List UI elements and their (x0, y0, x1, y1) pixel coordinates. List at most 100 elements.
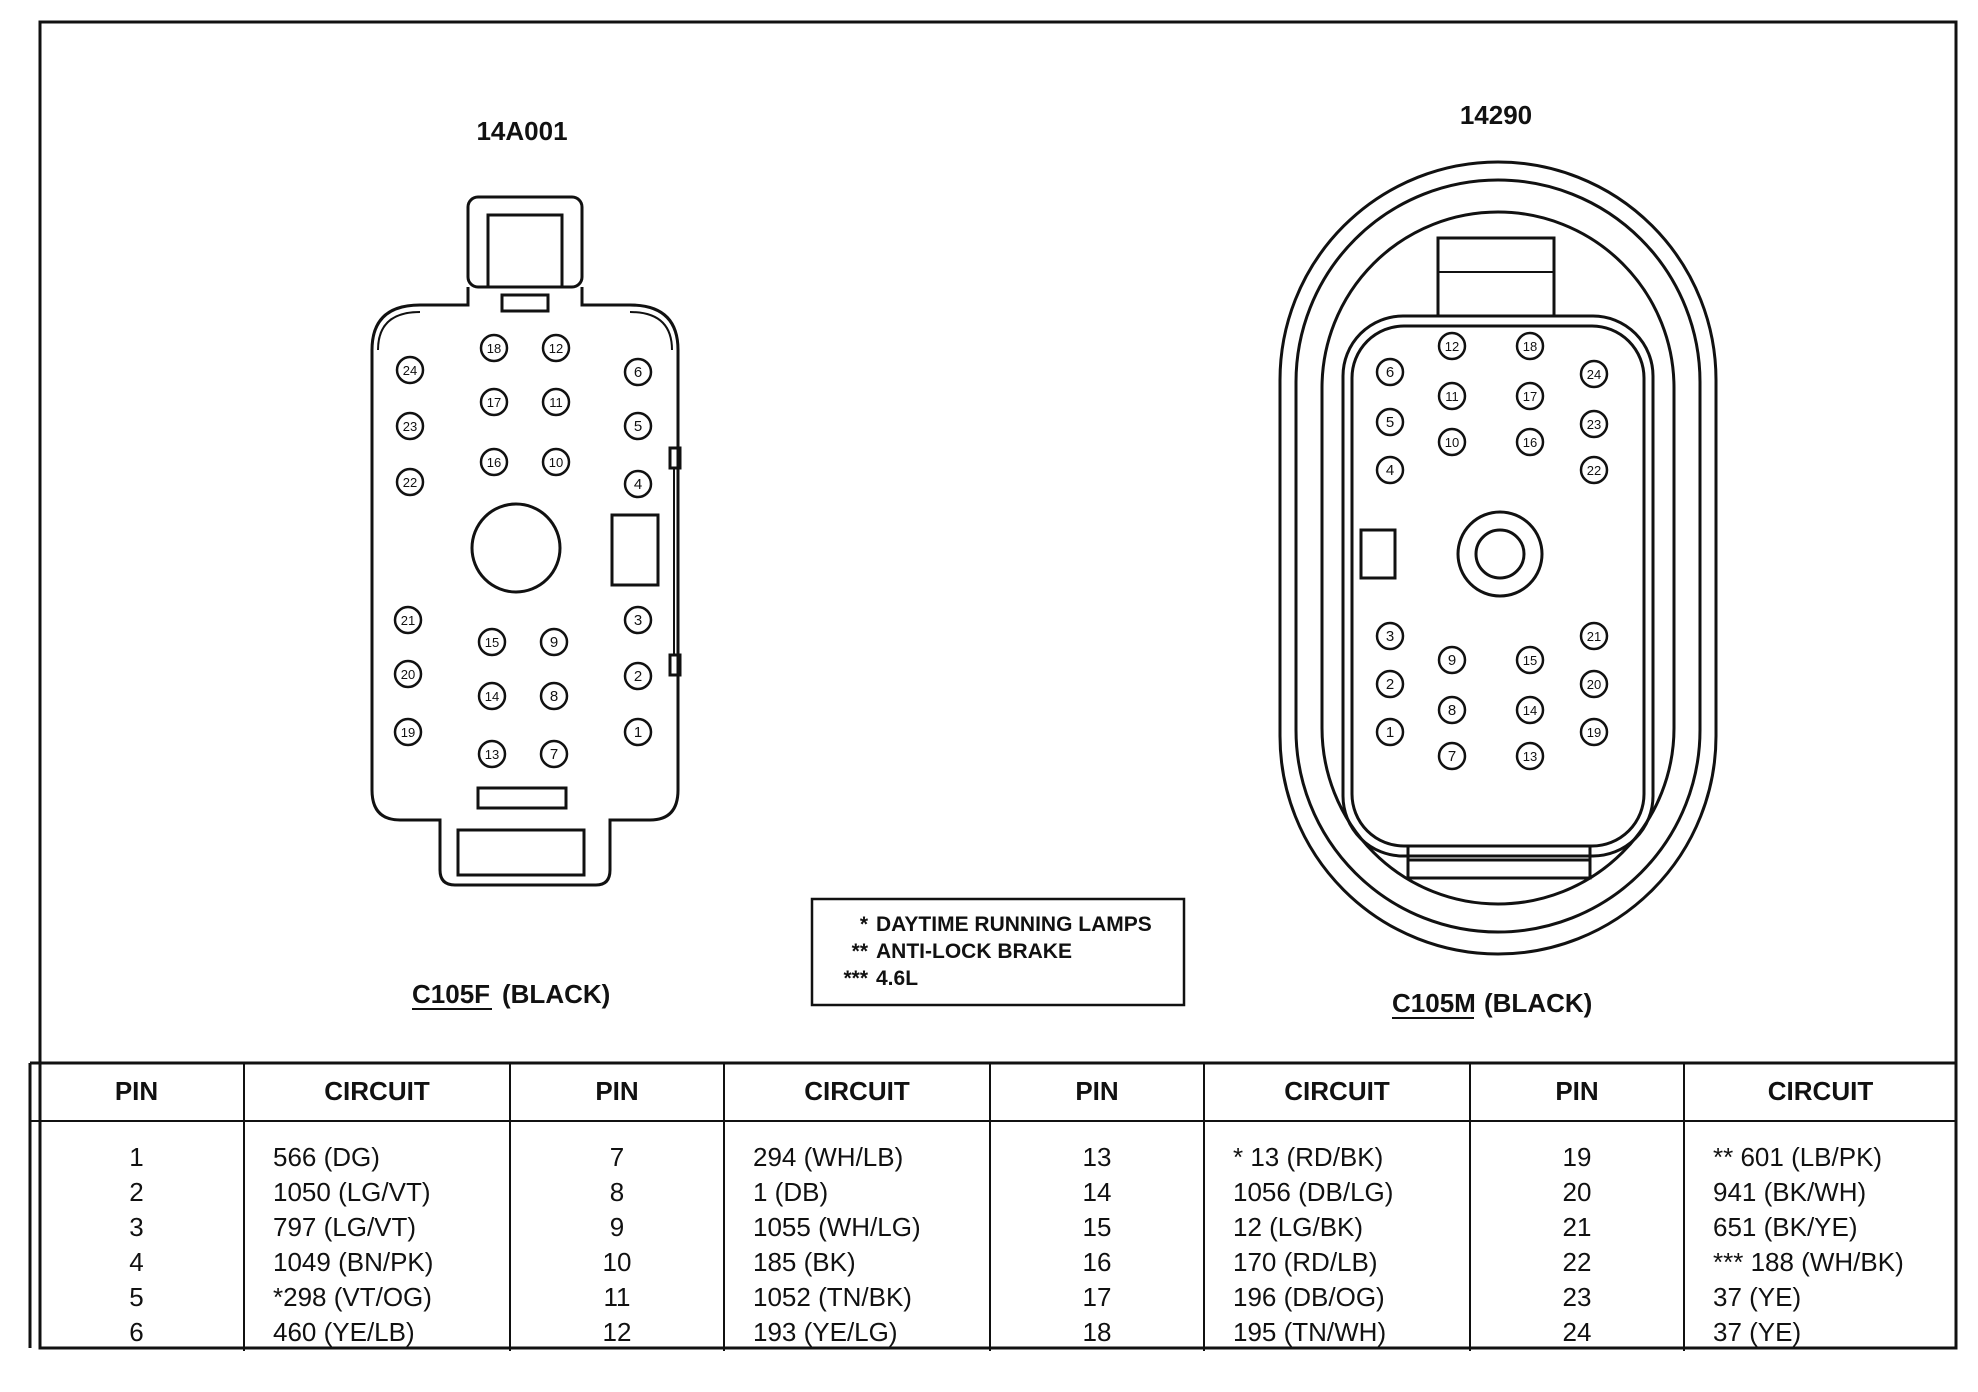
pin-number: 6 (129, 1317, 144, 1347)
right-pin-16: 16 (1515, 427, 1545, 457)
left-connector-name: C105F (412, 979, 490, 1009)
circuit-value: 941 (BK/WH) (1713, 1177, 1867, 1207)
right-pin-17: 17 (1515, 381, 1545, 411)
pin-label: 19 (1587, 725, 1601, 740)
pin-label: 24 (1587, 367, 1601, 382)
pin-circle (1437, 645, 1467, 675)
circuit-value: 566 (DG) (273, 1142, 380, 1172)
pin-label: 1 (1386, 724, 1394, 741)
right-pin-19: 19 (1579, 717, 1609, 747)
pin-circle (623, 411, 653, 441)
pin-number: 5 (129, 1282, 144, 1312)
pin-circle (1579, 359, 1609, 389)
right-pin-15: 15 (1515, 645, 1545, 675)
pin-circle (1437, 381, 1467, 411)
pin-label: 13 (485, 747, 499, 762)
pin-label: 7 (1448, 748, 1456, 765)
pin-label: 21 (401, 613, 415, 628)
left-pin-9: 9 (539, 627, 569, 657)
left-pin-13: 13 (477, 739, 507, 769)
pin-circle (1437, 331, 1467, 361)
pin-circle (623, 605, 653, 635)
pin-circle (1515, 645, 1545, 675)
pin-number: 10 (602, 1247, 632, 1277)
pin-number: 20 (1562, 1177, 1592, 1207)
left-pin-23: 23 (395, 411, 425, 441)
pin-label: 23 (1587, 417, 1601, 432)
pin-column: 1 2 3 4 5 6 (30, 1121, 244, 1351)
pin-circle (623, 357, 653, 387)
pin-circle (1375, 407, 1405, 437)
pin-circle (1579, 455, 1609, 485)
circuit-value: 797 (LG/VT) (273, 1212, 417, 1242)
pin-column: 7 8 9 10 11 12 (509, 1121, 724, 1351)
pin-label: 14 (1523, 703, 1537, 718)
legend-mark: * (860, 913, 869, 936)
pin-circle (393, 659, 423, 689)
pin-number: 17 (1082, 1282, 1112, 1312)
circuit-value: 294 (WH/LB) (753, 1142, 904, 1172)
circuit-value: *298 (VT/OG) (273, 1282, 432, 1312)
pin-number: 4 (129, 1247, 144, 1277)
circuit-value: 1056 (DB/LG) (1233, 1177, 1394, 1207)
pin-label: 20 (1587, 677, 1601, 692)
pin-circuit-table: PIN CIRCUIT PIN CIRCUIT PIN CIRCUIT PIN … (30, 1063, 1956, 1351)
left-part-number: 14A001 (476, 116, 567, 146)
pin-label: 22 (1587, 463, 1601, 478)
pin-label: 1 (634, 724, 642, 741)
circuit-value: 193 (YE/LG) (753, 1317, 898, 1347)
left-connector-body (370, 195, 682, 887)
pin-column: 13 14 15 16 17 18 (989, 1121, 1204, 1351)
pin-circle (1375, 455, 1405, 485)
circuit-header: CIRCUIT (1683, 1063, 1956, 1122)
circuit-value: 195 (TN/WH) (1233, 1317, 1387, 1347)
pin-circle (1579, 409, 1609, 439)
pin-circle (395, 355, 425, 385)
right-pin-20: 20 (1579, 669, 1609, 699)
pin-circle (1437, 695, 1467, 725)
circuit-value: 12 (LG/BK) (1233, 1212, 1364, 1242)
pin-label: 24 (403, 363, 417, 378)
pin-label: 6 (634, 364, 642, 381)
pin-circle (1579, 669, 1609, 699)
left-pin-22: 22 (395, 467, 425, 497)
pin-circle (479, 333, 509, 363)
left-pin-15: 15 (477, 627, 507, 657)
pin-circle (1375, 357, 1405, 387)
legend-text: ANTI-LOCK BRAKE (876, 940, 1072, 963)
pin-number: 7 (609, 1142, 625, 1172)
pin-number: 8 (609, 1177, 625, 1207)
pin-header: PIN (509, 1063, 724, 1122)
pin-circle (393, 605, 423, 635)
left-pin-2: 2 (623, 661, 653, 691)
right-pin-5: 5 (1375, 407, 1405, 437)
pin-number: 24 (1562, 1317, 1592, 1347)
pin-circle (479, 387, 509, 417)
pin-label: 4 (1386, 462, 1394, 479)
right-pin-2: 2 (1375, 669, 1405, 699)
pin-circle (1437, 741, 1467, 771)
pin-circle (395, 411, 425, 441)
left-pin-14: 14 (477, 681, 507, 711)
pin-circle (1579, 621, 1609, 651)
right-pin-7: 7 (1437, 741, 1467, 771)
pin-circle (479, 447, 509, 477)
pin-circle (1515, 331, 1545, 361)
right-pin-3: 3 (1375, 621, 1405, 651)
pin-circle (1515, 741, 1545, 771)
left-pin-18: 18 (479, 333, 509, 363)
left-pin-1: 1 (623, 717, 653, 747)
right-pin-22: 22 (1579, 455, 1609, 485)
pin-number: 1 (129, 1142, 144, 1172)
left-pin-17: 17 (479, 387, 509, 417)
right-part-number: 14290 (1460, 100, 1532, 130)
right-pin-9: 9 (1437, 645, 1467, 675)
pin-circle (477, 627, 507, 657)
circuit-value: 170 (RD/LB) (1233, 1247, 1378, 1277)
pin-number: 9 (609, 1212, 625, 1242)
pin-label: 12 (549, 341, 563, 356)
right-pin-10: 10 (1437, 427, 1467, 457)
legend-box (810, 897, 1186, 1007)
right-pin-1: 1 (1375, 717, 1405, 747)
